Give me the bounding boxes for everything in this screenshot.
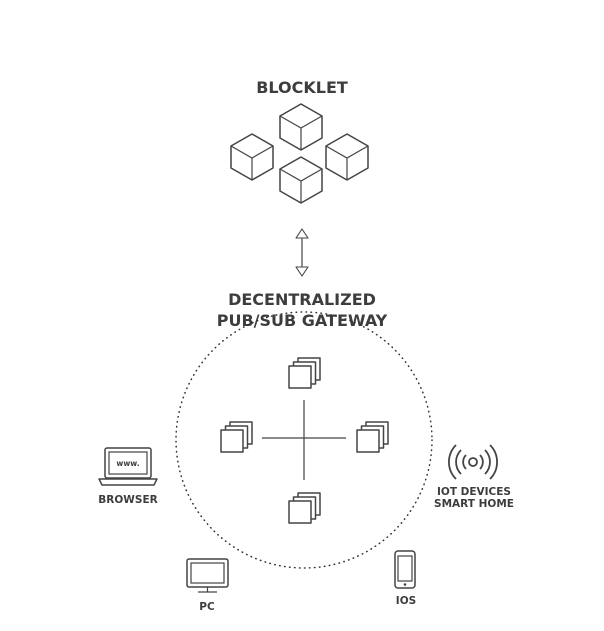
stacked-squares-icon [288, 357, 321, 389]
stacked-squares-icon [288, 492, 321, 524]
browser-label: BROWSER [98, 494, 157, 506]
cube-icon [325, 133, 369, 181]
double-arrow-icon [295, 228, 309, 277]
gateway-boundary [175, 311, 433, 569]
cube-icon [230, 133, 274, 181]
stacked-squares-icon [220, 421, 253, 453]
stacked-squares-icon [356, 421, 389, 453]
browser-screen-text: www. [116, 459, 139, 468]
monitor-icon [186, 558, 229, 593]
cube-icon [279, 103, 323, 151]
laptop-icon: www. [98, 447, 158, 486]
cube-cluster-icon [230, 103, 369, 204]
ios-label: IOS [396, 595, 416, 607]
wireless-signal-icon [448, 444, 498, 480]
smartphone-icon [394, 550, 416, 589]
blocklet-label: BLOCKLET [256, 78, 348, 97]
cube-icon [279, 156, 323, 204]
gateway-title-line2: PUB/SUB GATEWAY [217, 311, 388, 330]
iot-label-line2: SMART HOME [434, 498, 514, 510]
gateway-title-line1: DECENTRALIZED [228, 290, 376, 309]
pc-label: PC [199, 601, 215, 613]
gateway-crosshair [262, 400, 346, 480]
iot-label-line1: IOT DEVICES [437, 486, 511, 498]
